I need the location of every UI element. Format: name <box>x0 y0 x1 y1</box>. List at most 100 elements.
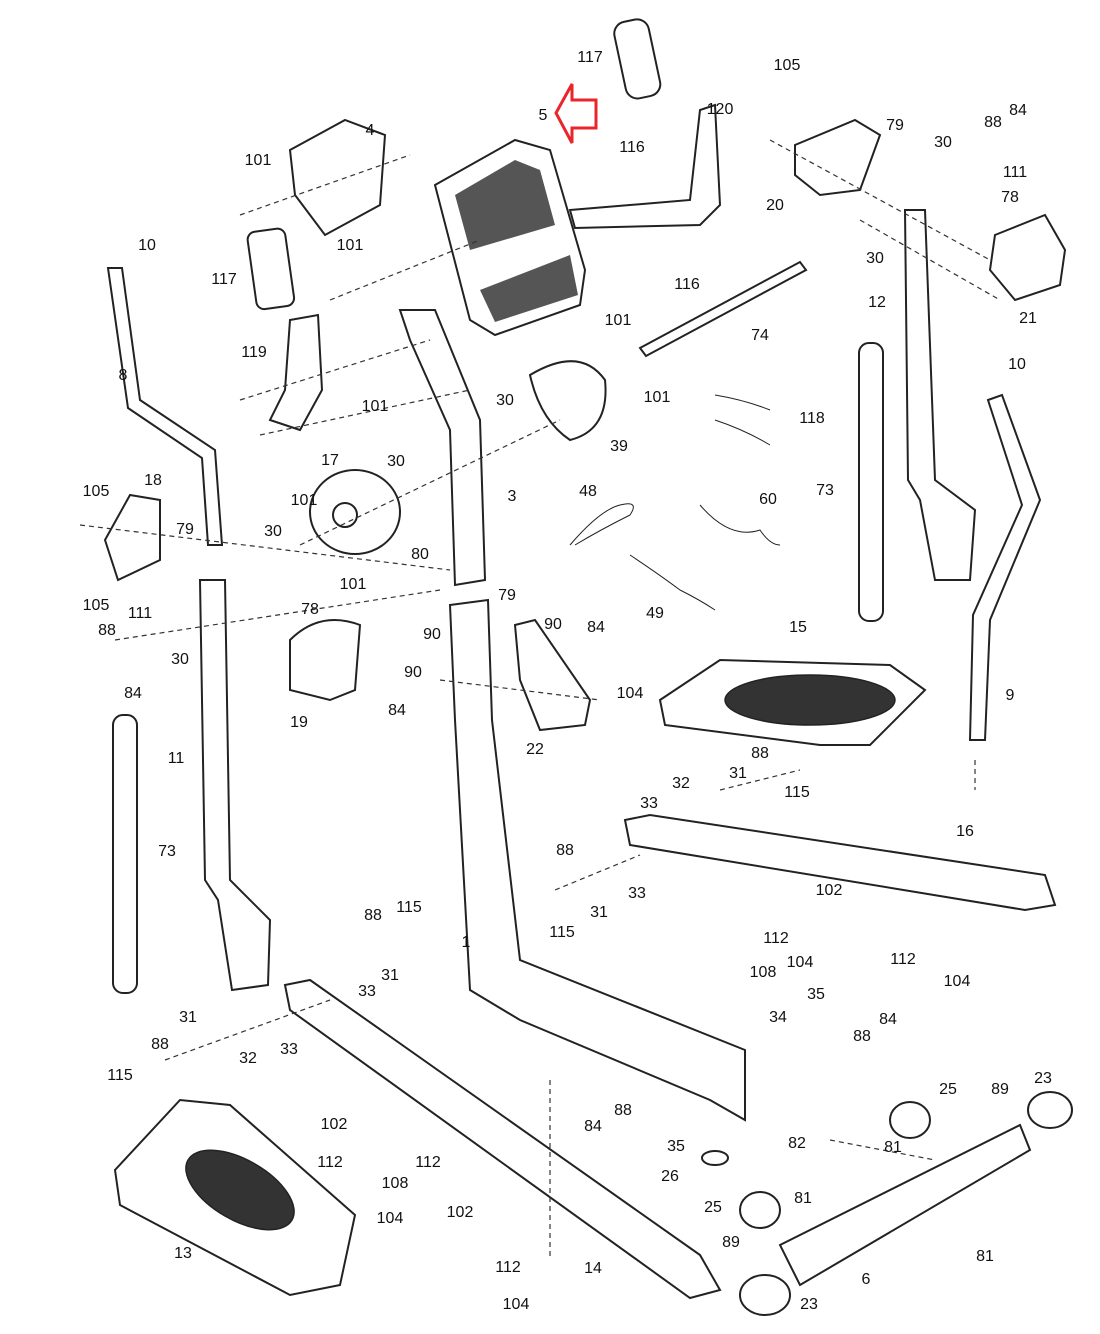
part-label-35: 35 <box>667 1138 685 1155</box>
wire-60 <box>699 504 781 546</box>
part-label-25: 25 <box>704 1199 722 1216</box>
part-label-1: 1 <box>462 934 471 951</box>
part-label-102: 102 <box>321 1116 348 1133</box>
grip-117-left <box>246 227 296 311</box>
part-label-73: 73 <box>158 843 176 860</box>
pedal-15 <box>658 658 927 746</box>
part-label-48: 48 <box>579 483 597 500</box>
part-label-5: 5 <box>539 107 548 124</box>
part-label-101: 101 <box>362 398 389 415</box>
bottle-holder-22 <box>513 618 592 732</box>
mast-3 <box>398 309 487 587</box>
part-label-102: 102 <box>816 882 843 899</box>
part-label-116: 116 <box>619 139 645 156</box>
part-label-81: 81 <box>976 1248 994 1265</box>
wire-48 <box>569 503 634 546</box>
part-label-104: 104 <box>787 954 814 971</box>
end-cap-23-bottom <box>739 1274 791 1316</box>
part-label-20: 20 <box>766 197 784 214</box>
handlebar-8 <box>106 267 224 546</box>
part-label-12: 12 <box>868 294 886 311</box>
part-label-108: 108 <box>382 1175 409 1192</box>
part-label-88: 88 <box>853 1028 871 1045</box>
part-label-101: 101 <box>605 312 632 329</box>
part-label-117: 117 <box>577 49 603 66</box>
part-label-79: 79 <box>498 587 516 604</box>
shroud-20 <box>794 118 882 197</box>
part-label-4: 4 <box>366 122 375 139</box>
part-label-81: 81 <box>794 1190 812 1207</box>
part-label-81: 81 <box>884 1139 902 1156</box>
part-label-115: 115 <box>784 784 810 801</box>
part-label-88: 88 <box>98 622 116 639</box>
part-label-31: 31 <box>729 765 747 782</box>
part-label-105: 105 <box>774 57 801 74</box>
wheel-25-top <box>889 1101 931 1139</box>
part-label-30: 30 <box>496 392 514 409</box>
part-label-23: 23 <box>1034 1070 1052 1087</box>
shroud-18 <box>103 493 161 582</box>
part-label-88: 88 <box>751 745 769 762</box>
part-label-30: 30 <box>264 523 282 540</box>
tube-73-right <box>858 342 884 622</box>
part-label-84: 84 <box>1009 102 1027 119</box>
part-label-116: 116 <box>674 276 700 293</box>
part-label-26: 26 <box>661 1168 679 1185</box>
part-label-101: 101 <box>291 492 318 509</box>
part-label-105: 105 <box>83 483 110 500</box>
wire-49 <box>629 554 716 611</box>
part-label-32: 32 <box>672 775 690 792</box>
cover-19 <box>289 619 362 702</box>
part-label-33: 33 <box>628 885 646 902</box>
rod-74 <box>638 260 808 358</box>
wire-118 <box>714 394 771 446</box>
part-label-119: 119 <box>241 344 267 361</box>
part-label-112: 112 <box>415 1154 441 1171</box>
part-label-34: 34 <box>769 1009 787 1026</box>
part-label-35: 35 <box>807 986 825 1003</box>
part-label-74: 74 <box>751 327 769 344</box>
part-label-8: 8 <box>119 367 128 384</box>
part-label-88: 88 <box>614 1102 632 1119</box>
part-label-60: 60 <box>759 491 777 508</box>
part-label-23: 23 <box>800 1296 818 1313</box>
part-label-88: 88 <box>151 1036 169 1053</box>
part-label-88: 88 <box>364 907 382 924</box>
part-label-79: 79 <box>176 521 194 538</box>
pedal-arm-14 <box>283 978 722 1300</box>
part-label-30: 30 <box>934 134 952 151</box>
part-label-88: 88 <box>556 842 574 859</box>
part-label-90: 90 <box>423 626 441 643</box>
part-label-39: 39 <box>610 438 628 455</box>
end-cap-23-top <box>1027 1091 1073 1129</box>
bracket-119 <box>268 313 324 432</box>
part-label-10: 10 <box>1008 356 1026 373</box>
highlight-arrow-icon <box>554 83 598 144</box>
stabilizer-6 <box>778 1123 1032 1287</box>
part-label-73: 73 <box>816 482 834 499</box>
part-label-104: 104 <box>617 685 644 702</box>
part-label-21: 21 <box>1019 310 1037 327</box>
leveler-26 <box>701 1150 729 1166</box>
part-label-19: 19 <box>290 714 308 731</box>
part-label-13: 13 <box>174 1245 192 1262</box>
part-label-101: 101 <box>340 576 367 593</box>
part-label-17: 17 <box>321 452 339 469</box>
part-label-104: 104 <box>944 973 971 990</box>
part-label-88: 88 <box>984 114 1002 131</box>
part-label-111: 111 <box>1003 164 1027 181</box>
part-label-90: 90 <box>404 664 422 681</box>
part-label-112: 112 <box>495 1259 521 1276</box>
part-label-9: 9 <box>1006 687 1015 704</box>
upright-11 <box>198 579 272 992</box>
part-label-11: 11 <box>168 750 185 767</box>
part-label-111: 111 <box>128 605 152 622</box>
part-label-115: 115 <box>396 899 422 916</box>
part-label-49: 49 <box>646 605 664 622</box>
part-label-31: 31 <box>381 967 399 984</box>
part-label-101: 101 <box>337 237 364 254</box>
part-label-84: 84 <box>879 1011 897 1028</box>
part-label-89: 89 <box>991 1081 1009 1098</box>
shroud-21 <box>988 213 1067 302</box>
